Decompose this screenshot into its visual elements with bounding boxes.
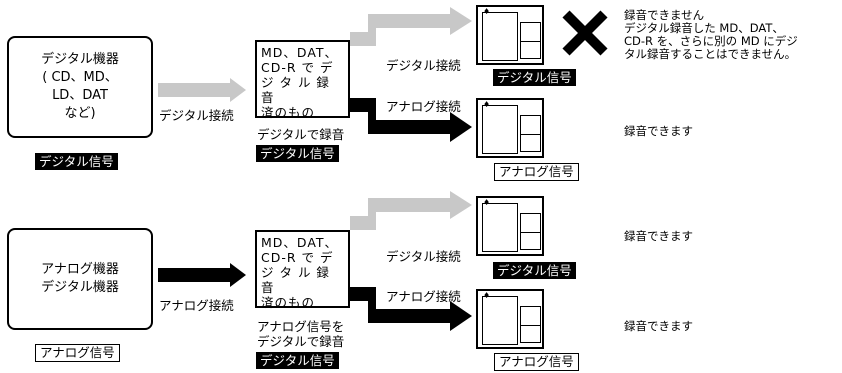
- top-upper-branch-label: デジタル接続: [386, 58, 461, 73]
- top-mid-line3: ジ タ ル 録 音: [261, 75, 330, 105]
- top-mid-line2: CD-R で デ: [261, 60, 334, 75]
- top-source-box: デジタル機器 ( CD、MD、 LD、DAT など): [7, 36, 153, 138]
- bottom-lower-badge: アナログ信号: [494, 353, 579, 371]
- top-upper-badge: デジタル信号: [493, 69, 576, 86]
- bottom-mid-line4: 済のもの: [261, 295, 316, 310]
- bottom-mid-line3: ジ タ ル 録 音: [261, 265, 330, 295]
- recorder-device-icon: ♦: [476, 196, 544, 256]
- top-left-digital-arrow: [158, 78, 246, 102]
- top-mid-caption: デジタルで録音: [257, 127, 345, 142]
- bottom-upper-result: 録音できます: [624, 229, 693, 243]
- top-mid-line1: MD、DAT、: [261, 45, 339, 60]
- bottom-source-line1: アナログ機器: [41, 262, 119, 277]
- bottom-mid-box: MD、DAT、 CD-R で デ ジ タ ル 録 音 済のもの: [255, 230, 350, 310]
- cross-mark-icon: [562, 10, 608, 56]
- bottom-mid-badge: デジタル信号: [256, 352, 339, 369]
- top-source-line1: デジタル機器: [41, 52, 119, 67]
- top-mid-line4: 済のもの: [261, 105, 316, 120]
- top-mid-badge: デジタル信号: [256, 145, 339, 162]
- recorder-device-icon: ♦: [476, 5, 544, 65]
- top-upper-digital-arrow: [350, 7, 472, 46]
- recorder-device-icon: ♦: [476, 289, 544, 349]
- bottom-mid-line1: MD、DAT、: [261, 235, 339, 250]
- bottom-mid-caption1: アナログ信号を: [257, 319, 345, 334]
- top-connection-label: デジタル接続: [159, 108, 234, 123]
- bottom-source-box: アナログ機器 デジタル機器: [7, 228, 153, 330]
- bottom-lower-branch-label: アナログ接続: [386, 289, 461, 304]
- top-lower-result: 録音できます: [624, 124, 693, 138]
- top-lower-badge: アナログ信号: [494, 163, 579, 181]
- top-source-line3: LD、DAT: [52, 88, 108, 103]
- top-mid-box: MD、DAT、 CD-R で デ ジ タ ル 録 音 済のもの: [255, 40, 350, 120]
- bottom-mid-caption2: デジタルで録音: [257, 334, 345, 349]
- top-source-line2: ( CD、MD、: [42, 70, 118, 85]
- bottom-mid-line2: CD-R で デ: [261, 250, 334, 265]
- top-upper-result-line2: デジタル録音した MD、DAT、: [624, 21, 784, 35]
- top-upper-result-line4: タル録音することはできません。: [624, 47, 797, 61]
- bottom-source-line2: デジタル機器: [41, 280, 119, 295]
- bottom-connection-label: アナログ接続: [159, 298, 234, 313]
- bottom-lower-result: 録音できます: [624, 319, 693, 333]
- top-source-badge: デジタル信号: [35, 153, 118, 170]
- top-upper-result-line3: CD-R を、さらに別の MD にデジ: [624, 34, 798, 48]
- recorder-device-icon: ♦: [476, 98, 544, 158]
- bottom-upper-badge: デジタル信号: [493, 262, 576, 279]
- top-lower-analog-arrow: [350, 98, 472, 142]
- top-upper-result: 録音できません デジタル録音した MD、DAT、 CD-R を、さらに別の MD…: [624, 9, 798, 61]
- bottom-left-analog-arrow: [158, 263, 246, 287]
- top-upper-result-line1: 録音できません: [624, 8, 705, 22]
- bottom-lower-analog-arrow: [350, 287, 472, 331]
- bottom-source-badge: アナログ信号: [35, 344, 120, 362]
- bottom-upper-digital-arrow: [350, 191, 472, 230]
- top-lower-branch-label: アナログ接続: [386, 99, 461, 114]
- bottom-upper-branch-label: デジタル接続: [386, 249, 461, 264]
- top-source-line4: など): [64, 106, 96, 121]
